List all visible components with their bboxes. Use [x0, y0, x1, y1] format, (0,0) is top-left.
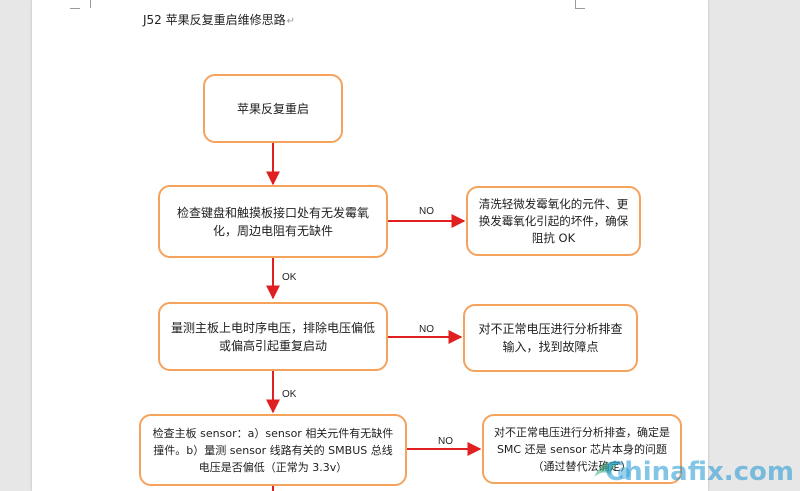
flow-step2-text: 量测主板上电时序电压，排除电压偏低或偏高引起重复启动	[170, 320, 375, 353]
flow-step1-text: 检查键盘和触摸板接口处有无发霉氧化，周边电阻有无缺件	[176, 205, 369, 238]
label-ok-1: OK	[282, 272, 297, 283]
flow-step3-text: 检查主板 sensor：a）sensor 相关元件有无缺件撞件。b）量测 sen…	[152, 426, 394, 474]
flow-step1-box[interactable]: 检查键盘和触摸板接口处有无发霉氧化，周边电阻有无缺件	[158, 185, 388, 258]
document-title[interactable]: J52 苹果反复重启维修思路↵	[143, 11, 295, 28]
document-title-text: J52 苹果反复重启维修思路	[143, 13, 286, 27]
label-no-3: NO	[438, 436, 453, 447]
margin-corner-mark	[80, 0, 91, 8]
paragraph-mark-icon: ↵	[286, 16, 296, 27]
watermark-text: Chinafix.com	[605, 457, 794, 487]
flow-step2-no-text: 对不正常电压进行分析排查输入，找到故障点	[478, 322, 623, 354]
flow-step1-no-box[interactable]: 清洗轻微发霉氧化的元件、更换发霉氧化引起的坏件，确保阻抗 OK	[466, 186, 641, 256]
label-ok-2: OK	[282, 389, 297, 400]
flow-start-text: 苹果反复重启	[236, 101, 309, 116]
label-no-1: NO	[419, 206, 434, 217]
flow-step3-no-box[interactable]: 对不正常电压进行分析排查，确定是 SMC 还是 sensor 芯片本身的问题（通…	[482, 414, 682, 484]
margin-corner-mark	[575, 8, 585, 9]
flow-step1-no-text: 清洗轻微发霉氧化的元件、更换发霉氧化引起的坏件，确保阻抗 OK	[478, 196, 629, 245]
watermark-logo-icon	[594, 461, 630, 479]
margin-corner-mark	[575, 0, 586, 8]
flow-step3-box[interactable]: 检查主板 sensor：a）sensor 相关元件有无缺件撞件。b）量测 sen…	[139, 414, 407, 486]
flow-start-box[interactable]: 苹果反复重启	[203, 74, 343, 143]
label-no-2: NO	[419, 324, 434, 335]
flow-step2-no-box[interactable]: 对不正常电压进行分析排查输入，找到故障点	[463, 304, 638, 372]
flow-step2-box[interactable]: 量测主板上电时序电压，排除电压偏低或偏高引起重复启动	[158, 302, 388, 371]
flow-step3-no-text: 对不正常电压进行分析排查，确定是 SMC 还是 sensor 芯片本身的问题（通…	[494, 425, 670, 473]
margin-corner-mark	[70, 8, 80, 9]
